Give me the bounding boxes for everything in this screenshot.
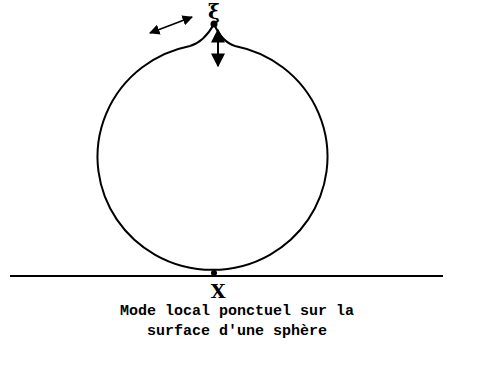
contact-point-label: X — [211, 282, 226, 301]
mode-symbol: ξ — [208, 2, 220, 22]
contact-dot — [211, 270, 217, 276]
ground-line — [10, 275, 443, 277]
radial-arrow — [217, 30, 219, 66]
sphere-outline — [97, 24, 327, 270]
figure-caption: Mode local ponctuel sur la surface d'une… — [112, 302, 362, 342]
tangential-arrow — [150, 17, 192, 33]
